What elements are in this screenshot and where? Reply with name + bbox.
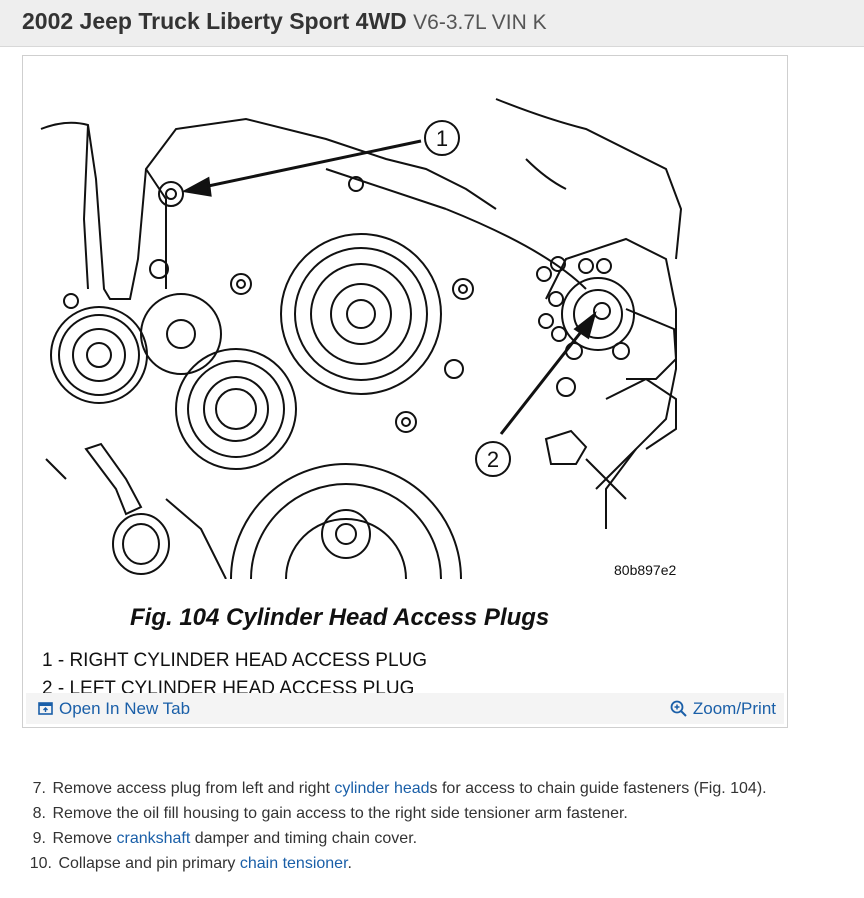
figure-actions: Open In New Tab Zoom/Print (26, 693, 784, 724)
figure-code: 80b897e2 (614, 562, 677, 578)
open-in-new-tab-label: Open In New Tab (59, 698, 191, 718)
callout-2: 2 (487, 447, 499, 472)
zoom-print-label: Zoom/Print (692, 698, 776, 718)
list-item: 7. Remove access plug from left and righ… (32, 780, 767, 797)
legend-item: 1 - RIGHT CYLINDER HEAD ACCESS PLUG (42, 650, 428, 671)
list-item: 8. Remove the oil fill housing to gain a… (32, 805, 628, 822)
engine-diagram: 1 2 (40, 98, 683, 579)
callout-1: 1 (436, 126, 448, 151)
magnifier-plus-icon (670, 700, 687, 717)
open-in-new-tab-link[interactable]: Open In New Tab (38, 699, 190, 719)
crankshaft-link[interactable]: crankshaft (116, 830, 191, 847)
page-title: 2002 Jeep Truck Liberty Sport 4WD V6-3.7… (0, 0, 864, 47)
open-new-tab-icon (38, 702, 53, 715)
vehicle-title: 2002 Jeep Truck Liberty Sport 4WD (22, 8, 407, 34)
chain-tensioner-link[interactable]: chain tensioner (239, 855, 348, 872)
list-item: 10. Collapse and pin primary chain tensi… (29, 855, 352, 872)
figure-legend: 1 - RIGHT CYLINDER HEAD ACCESS PLUG 2 - … (42, 647, 427, 693)
procedure-steps: 7. Remove access plug from left and righ… (24, 776, 767, 876)
figure-caption: Fig. 104 Cylinder Head Access Plugs (130, 604, 550, 631)
engine-subtitle: V6-3.7L VIN K (413, 11, 547, 34)
legend-item: 2 - LEFT CYLINDER HEAD ACCESS PLUG (42, 678, 415, 693)
figure-container: 1 2 80b897e2 Fig. 104 Cylinder Head Acce… (22, 55, 788, 728)
figure-area: 1 2 80b897e2 Fig. 104 Cylinder Head Acce… (26, 59, 784, 693)
zoom-print-link[interactable]: Zoom/Print (670, 699, 776, 719)
cylinder-head-link[interactable]: cylinder head (334, 780, 430, 797)
list-item: 9. Remove crankshaft damper and timing c… (32, 830, 418, 847)
